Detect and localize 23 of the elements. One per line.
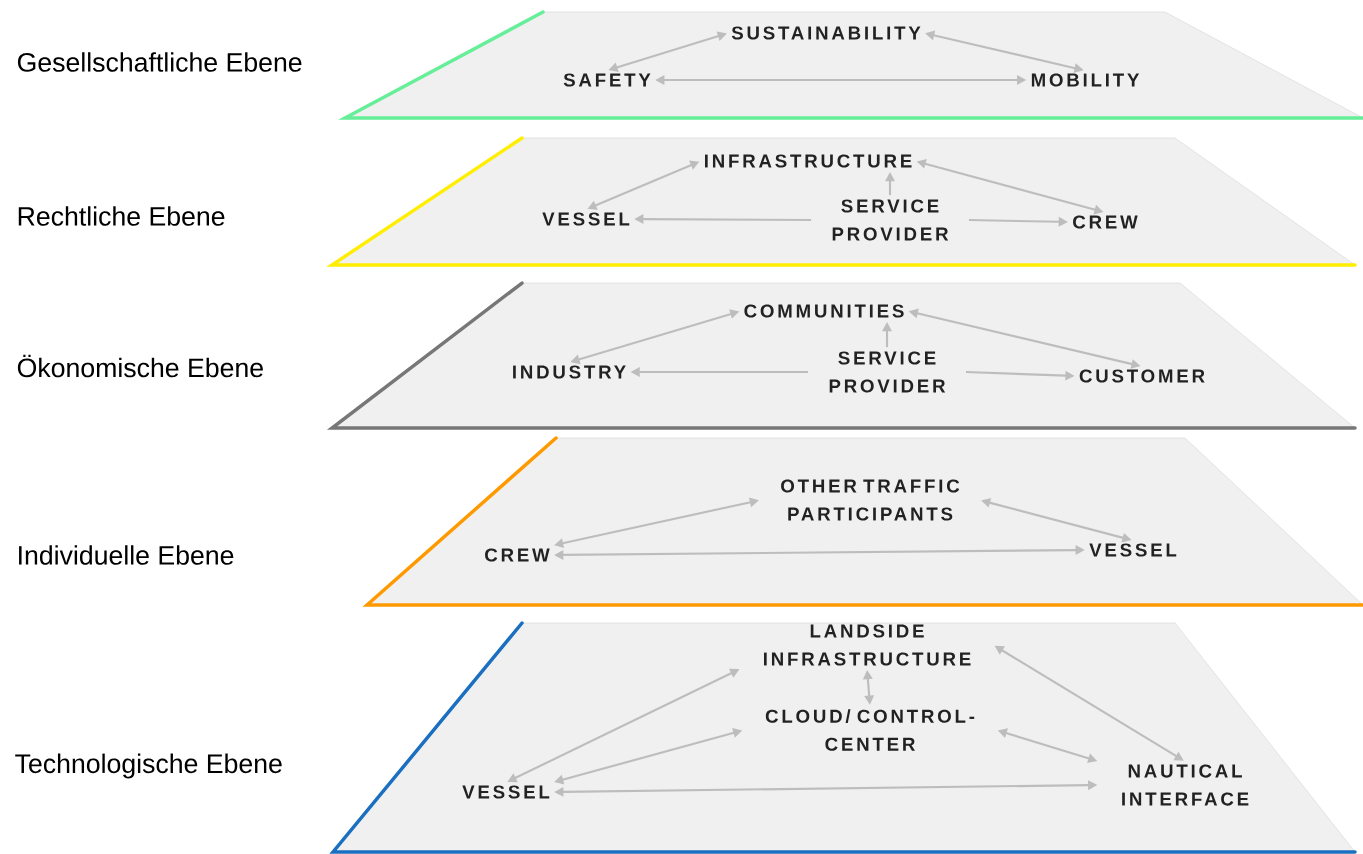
node-label: OTHER TRAFFIC PARTICIPANTS (781, 479, 960, 521)
node-label: CUSTOMER (1079, 369, 1205, 383)
node-label: SUSTAINABILITY (731, 26, 921, 40)
node-label: COMMUNITIES (744, 304, 904, 318)
node-label: SERVICE PROVIDER (832, 199, 949, 241)
node-label: CREW (1073, 215, 1138, 229)
node-label: Technologische Ebene (15, 753, 282, 779)
node-label: Rechtliche Ebene (18, 206, 225, 226)
node-label: CREW (485, 548, 550, 562)
node-label: Ökonomische Ebene (17, 354, 263, 378)
node-label: MOBILITY (1031, 73, 1140, 87)
node-label: VESSEL (462, 785, 550, 799)
node-label: LANDSIDE INFRASTRUCTURE (764, 624, 971, 666)
node-label: Gesellschaftliche Ebene (17, 52, 302, 72)
node-label: CLOUD/ CONTROL-CENTER (765, 709, 975, 751)
node-label: VESSEL (542, 212, 630, 226)
node-label: SAFETY (563, 73, 651, 87)
node-label: Individuelle Ebene (19, 545, 234, 565)
node-label: INFRASTRUCTURE (705, 154, 912, 168)
node-label: NAUTICAL INTERFACE (1122, 764, 1249, 806)
node-label: VESSEL (1089, 543, 1177, 557)
node-label: INDUSTRY (513, 365, 626, 379)
node-label: SERVICE PROVIDER (829, 351, 946, 393)
